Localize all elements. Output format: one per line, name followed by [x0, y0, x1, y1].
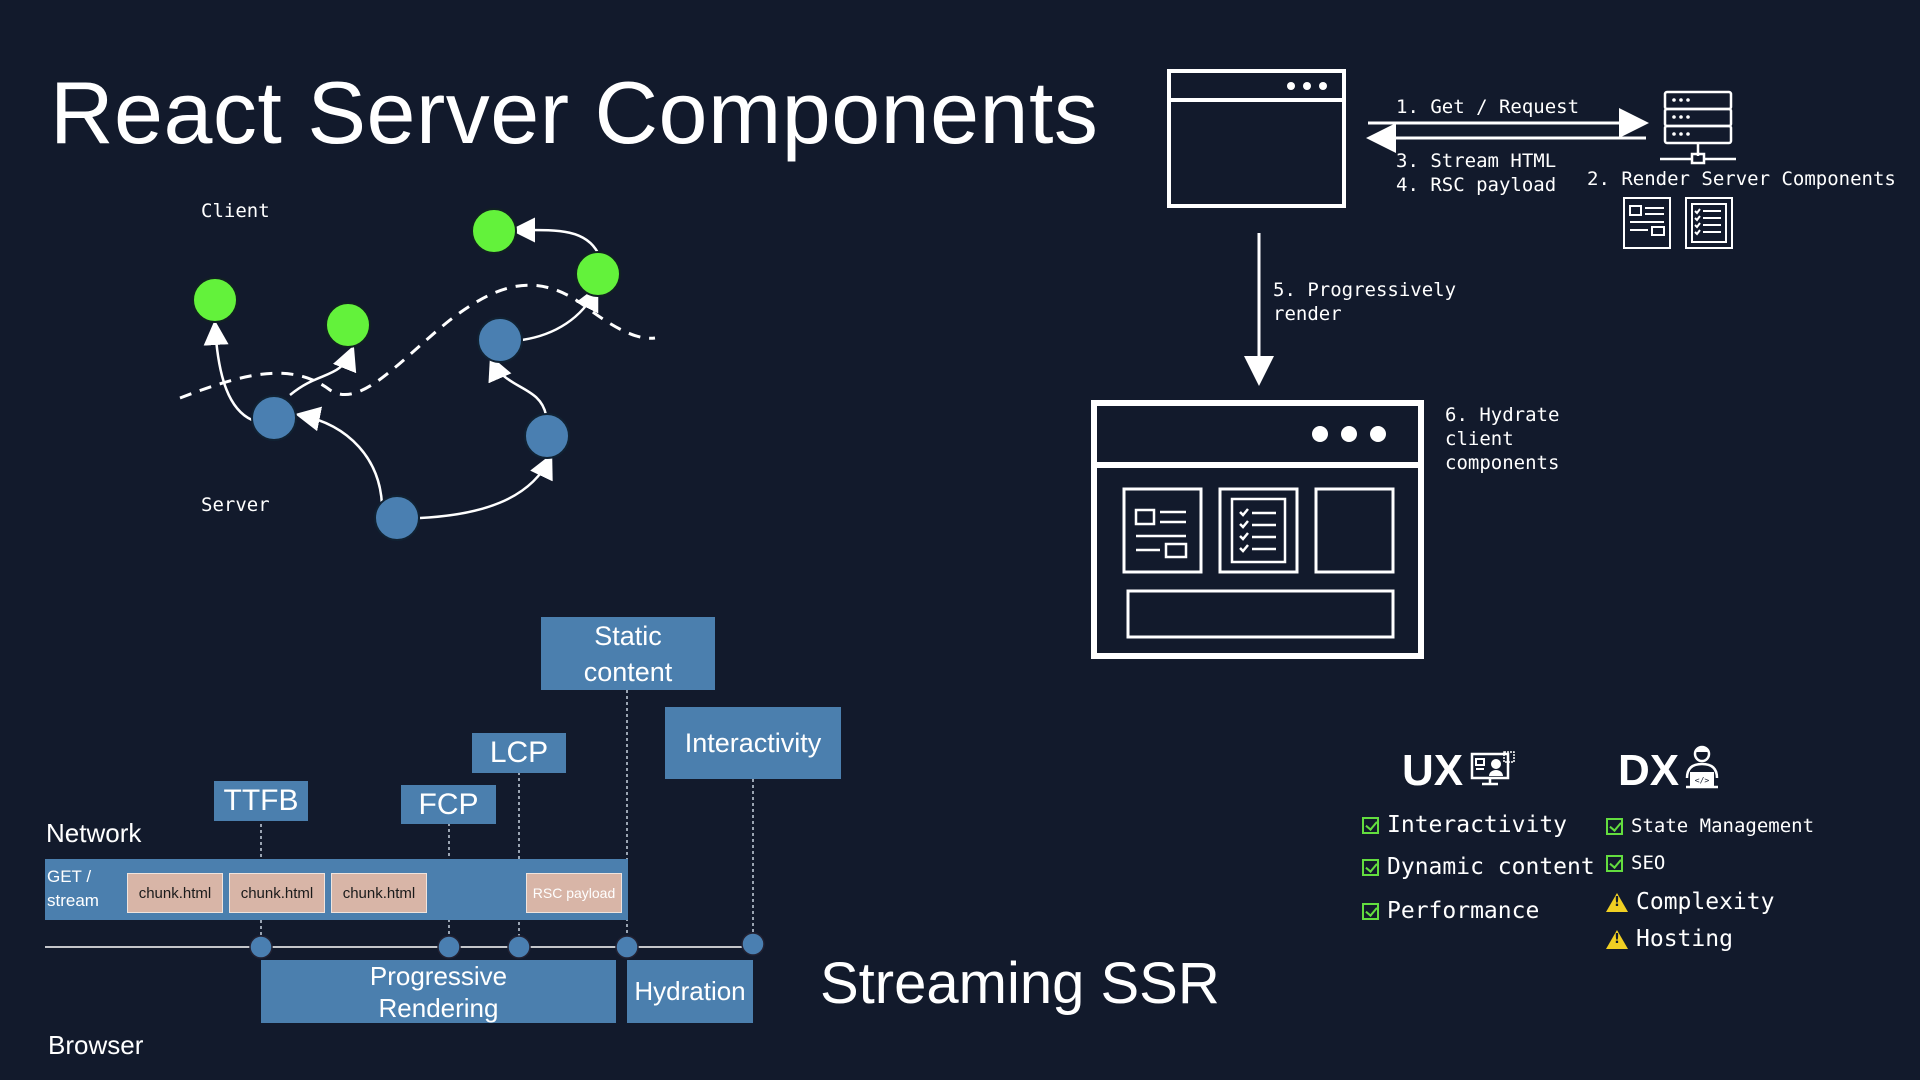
static-content-box: Static content [541, 617, 715, 690]
check-icon [1362, 902, 1379, 920]
rsc-payload-chunk: RSC payload [526, 873, 622, 913]
progressive-rendering-box: Progressive Rendering [261, 960, 616, 1023]
chunk-html-1: chunk.html [127, 873, 223, 913]
edge-server-bottom-to-right [419, 453, 553, 520]
warning-icon [1606, 929, 1628, 949]
timeline-marker-ttfb [249, 935, 273, 959]
client-label: Client [201, 200, 270, 222]
client-node [325, 302, 371, 348]
client-server-boundary [179, 283, 656, 400]
timeline-marker-fcp [437, 935, 461, 959]
ux-item-dynamic-content: Dynamic content [1362, 854, 1595, 880]
dx-item-state-management: State Management [1606, 815, 1814, 837]
layout-component-icon [1134, 508, 1188, 559]
chunk-html-2: chunk.html [229, 873, 325, 913]
svg-text:</>: </> [1695, 776, 1710, 785]
check-icon [1606, 854, 1623, 872]
dx-heading: DX [1618, 746, 1680, 795]
server-label: Server [201, 494, 270, 516]
ux-screen-user-icon [1470, 751, 1515, 786]
step-1-label: 1. Get / Request [1396, 96, 1580, 118]
check-icon [1362, 858, 1379, 876]
step-6-line3: components [1445, 452, 1560, 474]
fcp-box: FCP [401, 785, 496, 824]
client-node [575, 251, 621, 297]
dx-developer-icon: </> [1685, 745, 1719, 789]
step-3-label: 3. Stream HTML [1396, 150, 1557, 172]
edge-server-to-client-left [203, 320, 253, 422]
step-4-label: 4. RSC payload [1396, 174, 1557, 196]
server-node [477, 317, 523, 363]
step-6-line2: client [1445, 428, 1514, 450]
ux-item-interactivity: Interactivity [1362, 812, 1567, 838]
interactivity-box: Interactivity [665, 707, 841, 779]
browser-label: Browser [48, 1030, 144, 1060]
step-6-line1: 6. Hydrate [1445, 404, 1560, 426]
server-node [374, 495, 420, 541]
step-2-label: 2. Render Server Components [1587, 168, 1896, 190]
hydration-box: Hydration [627, 960, 753, 1023]
check-icon [1362, 816, 1379, 834]
server-node [251, 395, 297, 441]
timeline-marker-lcp [507, 935, 531, 959]
edge-server-bottom-to-left [295, 406, 384, 506]
network-label: Network [46, 818, 142, 848]
dx-item-complexity: Complexity [1606, 889, 1774, 915]
client-node [192, 277, 238, 323]
server-node [524, 413, 570, 459]
edge-server-upper-to-client [521, 285, 599, 342]
page-title: React Server Components [50, 63, 1099, 162]
browser-window-small [1167, 69, 1346, 208]
component-checklist-icon [1685, 197, 1733, 249]
edge-client-to-client [510, 217, 600, 254]
check-icon [1606, 817, 1623, 835]
client-node [471, 208, 517, 254]
chunk-html-3: chunk.html [331, 873, 427, 913]
ux-heading: UX [1402, 746, 1464, 795]
dx-item-seo: SEO [1606, 852, 1665, 874]
browser-window-large [1091, 400, 1424, 659]
ux-item-performance: Performance [1362, 898, 1539, 924]
edge-server-right-to-upper [488, 355, 548, 416]
streaming-ssr-heading: Streaming SSR [820, 951, 1220, 1016]
edge-server-to-client-mid [289, 345, 357, 396]
timeline-marker-static [615, 935, 639, 959]
warning-icon [1606, 892, 1628, 912]
component-layout-icon [1623, 197, 1671, 249]
checklist-component-icon [1230, 497, 1287, 564]
timeline-marker-interactivity [741, 932, 765, 956]
ttfb-box: TTFB [214, 781, 308, 821]
step-5-line2: render [1273, 303, 1342, 325]
dx-item-hosting: Hosting [1606, 926, 1733, 952]
lcp-box: LCP [472, 733, 566, 773]
get-stream-label: GET / stream [47, 867, 99, 910]
step-5-line1: 5. Progressively [1273, 279, 1457, 301]
server-icon [1660, 90, 1736, 165]
